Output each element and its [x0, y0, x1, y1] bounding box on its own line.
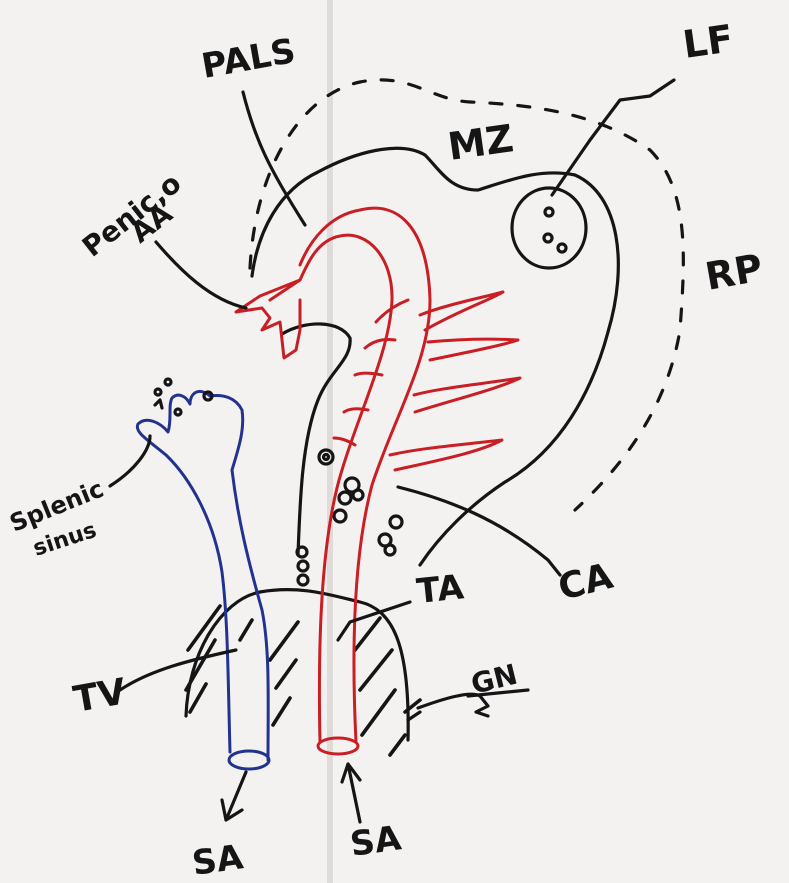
- label-sa-right: SA: [348, 818, 405, 865]
- label-lf: LF: [680, 16, 736, 67]
- label-gn: GN: [468, 658, 521, 701]
- follicle-cell: [545, 208, 553, 216]
- sa-left-arrow: [222, 772, 246, 820]
- sa-right-arrow: [342, 764, 360, 822]
- penicillar-arteries: [236, 280, 300, 358]
- label-ta: TA: [415, 567, 466, 612]
- capillary-branches: [334, 292, 520, 470]
- label-mz: MZ: [445, 116, 516, 169]
- follicle-cell: [544, 234, 552, 242]
- follicle-cell: [558, 244, 566, 252]
- penicillar-leader: [156, 242, 246, 308]
- label-sa-left: SA: [190, 837, 247, 883]
- label-tv: TV: [70, 671, 129, 721]
- splenic-artery-opening: [318, 738, 358, 754]
- tv-leader: [120, 650, 236, 690]
- marginal-zone-outline: [252, 148, 618, 565]
- label-pals: PALS: [199, 31, 299, 87]
- gn-tick: [408, 712, 420, 720]
- lf-leader: [552, 80, 674, 195]
- trabecular-vein: [137, 391, 268, 760]
- label-ca: CA: [554, 556, 617, 609]
- capsule-hatching: [186, 606, 420, 755]
- splenic-sinus-leader: [110, 436, 150, 486]
- label-rp: RP: [702, 246, 766, 299]
- lymphoid-follicle: [512, 188, 586, 268]
- pals-leader: [243, 92, 305, 225]
- splenic-vein-opening: [229, 751, 269, 769]
- lymphocyte-cluster: [297, 450, 402, 585]
